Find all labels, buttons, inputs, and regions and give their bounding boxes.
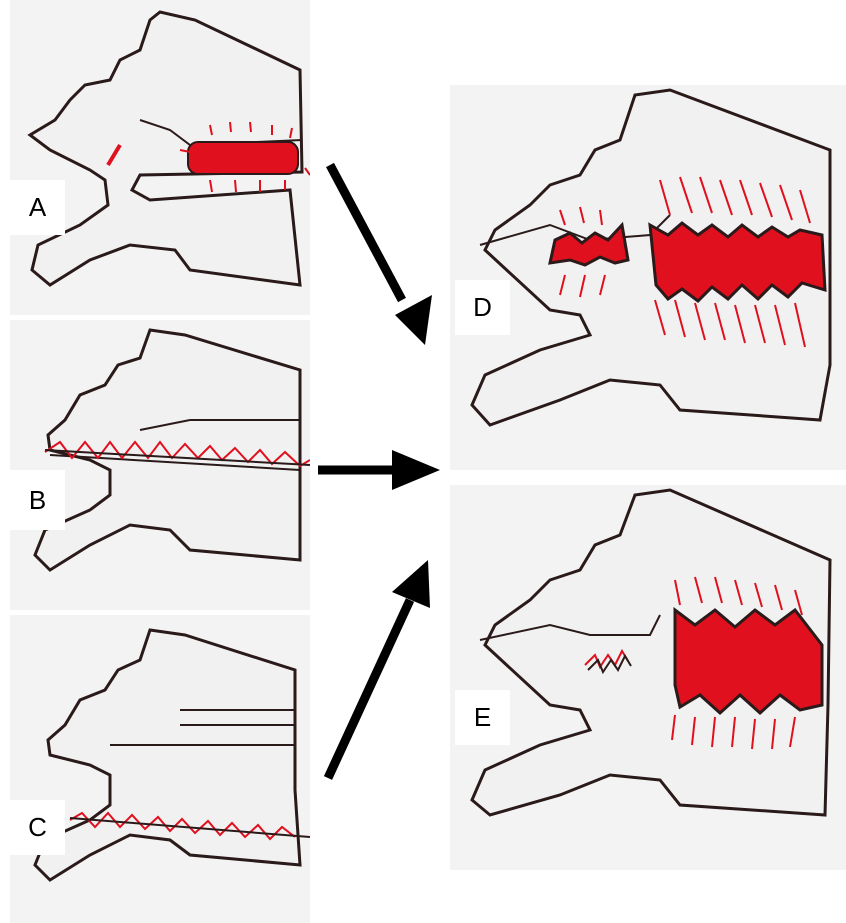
arrow-b-to-d: [318, 450, 440, 490]
arrow-c-to-e: [328, 560, 430, 778]
arrow-a-to-d: [330, 165, 432, 345]
